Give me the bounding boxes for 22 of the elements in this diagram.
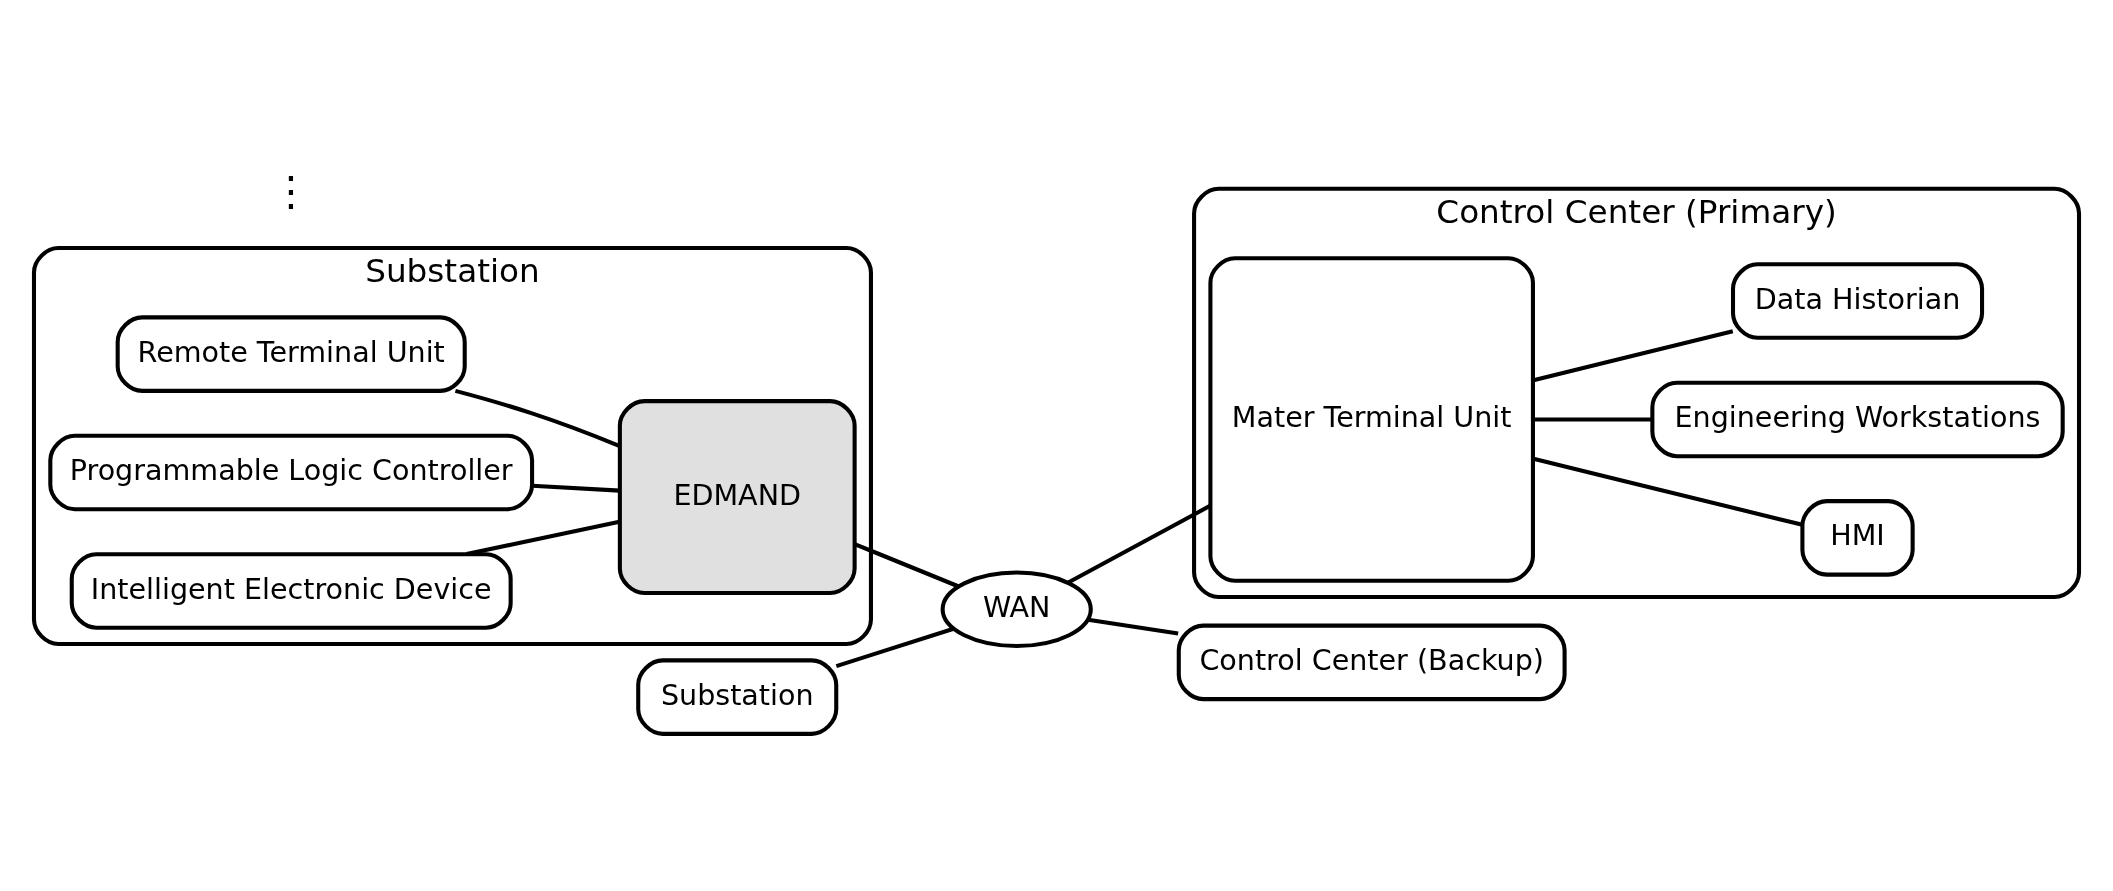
connector <box>466 519 620 556</box>
connector <box>854 541 959 588</box>
node-box: Control Center (Backup) <box>1176 623 1567 701</box>
node-box: EDMAND <box>617 398 857 595</box>
label: ⋮ <box>270 166 312 215</box>
node-box: Data Historian <box>1730 261 1985 340</box>
connector <box>532 483 620 493</box>
connector <box>1087 617 1179 635</box>
connector <box>1533 456 1803 527</box>
node-box: Mater Terminal Unit <box>1208 255 1535 583</box>
node-box: Substation <box>636 657 839 736</box>
connector <box>454 388 621 448</box>
node-box: HMI <box>1800 498 1915 577</box>
connector <box>835 626 955 668</box>
node-box: Programmable Logic Controller <box>48 433 535 511</box>
node-box: Remote Terminal Unit <box>115 314 467 393</box>
node-box: Engineering Workstations <box>1650 380 2065 458</box>
node-box: Intelligent Electronic Device <box>69 551 513 630</box>
connector <box>1067 503 1211 584</box>
connector <box>1533 416 1652 421</box>
node-ellipse: WAN <box>940 570 1093 648</box>
connector <box>1533 328 1734 382</box>
